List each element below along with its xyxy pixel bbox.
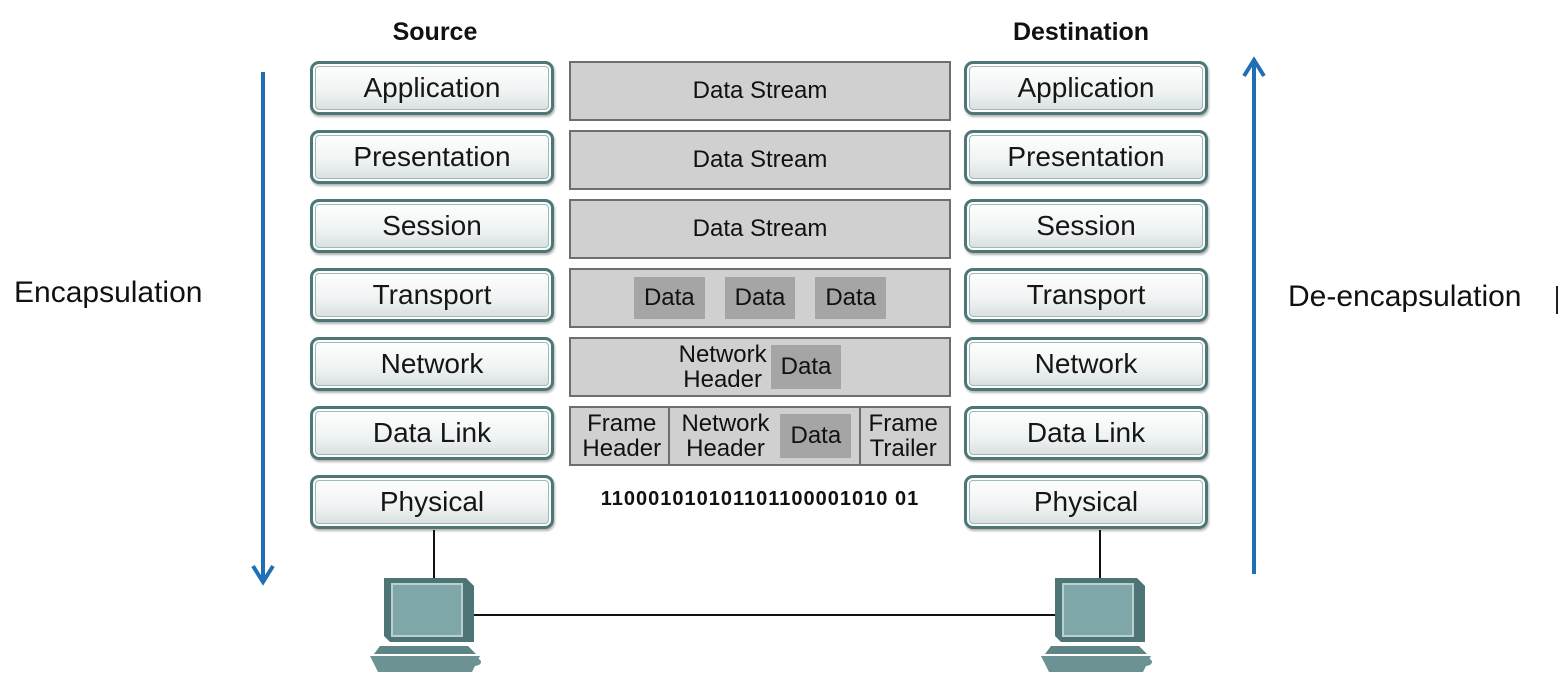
destination-layer-presentation: Presentation — [964, 130, 1208, 184]
encapsulation-arrow — [251, 72, 275, 586]
destination-computer-icon — [1041, 578, 1152, 672]
transport-data-segment: Data — [724, 277, 796, 319]
source-layer-session: Session — [310, 199, 554, 253]
transport-data-segment: Data — [815, 277, 887, 319]
destination-layer-session: Session — [964, 199, 1208, 253]
source-layer-presentation: Presentation — [310, 130, 554, 184]
pdu-session-data-stream: Data Stream — [569, 199, 951, 259]
transport-data-segment: Data — [633, 277, 705, 319]
source-layer-application: Application — [310, 61, 554, 115]
destination-layer-physical: Physical — [964, 475, 1208, 529]
destination-layer-application: Application — [964, 61, 1208, 115]
frame-network-header-label: Network Header — [681, 410, 770, 462]
pdu-application-data-stream: Data Stream — [569, 61, 951, 121]
pdu-transport-segments: Data Data Data — [569, 268, 951, 328]
source-layer-transport: Transport — [310, 268, 554, 322]
source-title: Source — [392, 18, 478, 46]
network-header-label: Network Header — [678, 341, 767, 393]
destination-title: Destination — [1012, 18, 1150, 46]
frame-trailer-label: Frame Trailer — [868, 410, 938, 462]
encapsulation-label: Encapsulation — [14, 276, 203, 309]
frame-network-section: Network Header Data — [670, 408, 862, 464]
source-layer-physical: Physical — [310, 475, 554, 529]
destination-layer-transport: Transport — [964, 268, 1208, 322]
destination-layer-data-link: Data Link — [964, 406, 1208, 460]
deencapsulation-label: De-encapsulation — [1288, 280, 1522, 313]
source-layer-network: Network — [310, 337, 554, 391]
source-computer-icon — [370, 578, 481, 672]
pdu-network-packet: Network Header Data — [569, 337, 951, 397]
destination-layer-network: Network — [964, 337, 1208, 391]
network-data-box: Data — [770, 345, 842, 389]
source-layer-data-link: Data Link — [310, 406, 554, 460]
deencapsulation-arrow — [1242, 56, 1266, 574]
frame-data-box: Data — [780, 414, 852, 458]
physical-bitstream: 110001010101101100001010 01 — [600, 488, 920, 510]
pdu-presentation-data-stream: Data Stream — [569, 130, 951, 190]
